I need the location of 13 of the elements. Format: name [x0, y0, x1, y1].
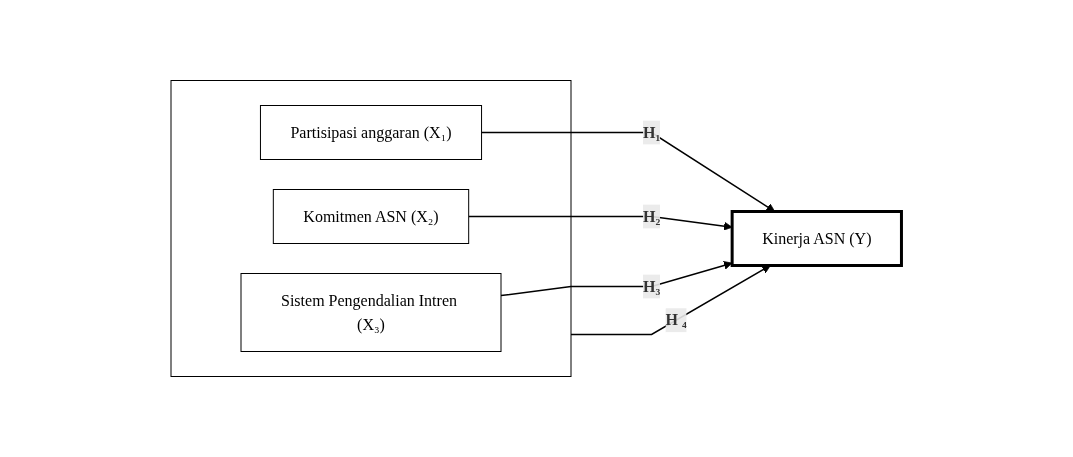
arrow: [570, 265, 771, 336]
edge-label: H ₄: [665, 311, 688, 329]
arrow: [481, 131, 776, 212]
node-box: Sistem Pengendalian Intren (X₃): [240, 273, 502, 352]
arrow: [468, 215, 733, 231]
cluster: [170, 80, 572, 377]
arrow: [500, 261, 733, 297]
edge-label: H₃: [643, 277, 661, 295]
node-box: Partisipasi anggaran (X₁): [260, 105, 483, 160]
node-box: Komitmen ASN (X₂): [273, 189, 470, 244]
edge-label: H₁: [643, 123, 661, 141]
edge-label: H₂: [643, 207, 661, 225]
node-box: Kinerja ASN (Y): [730, 210, 904, 267]
